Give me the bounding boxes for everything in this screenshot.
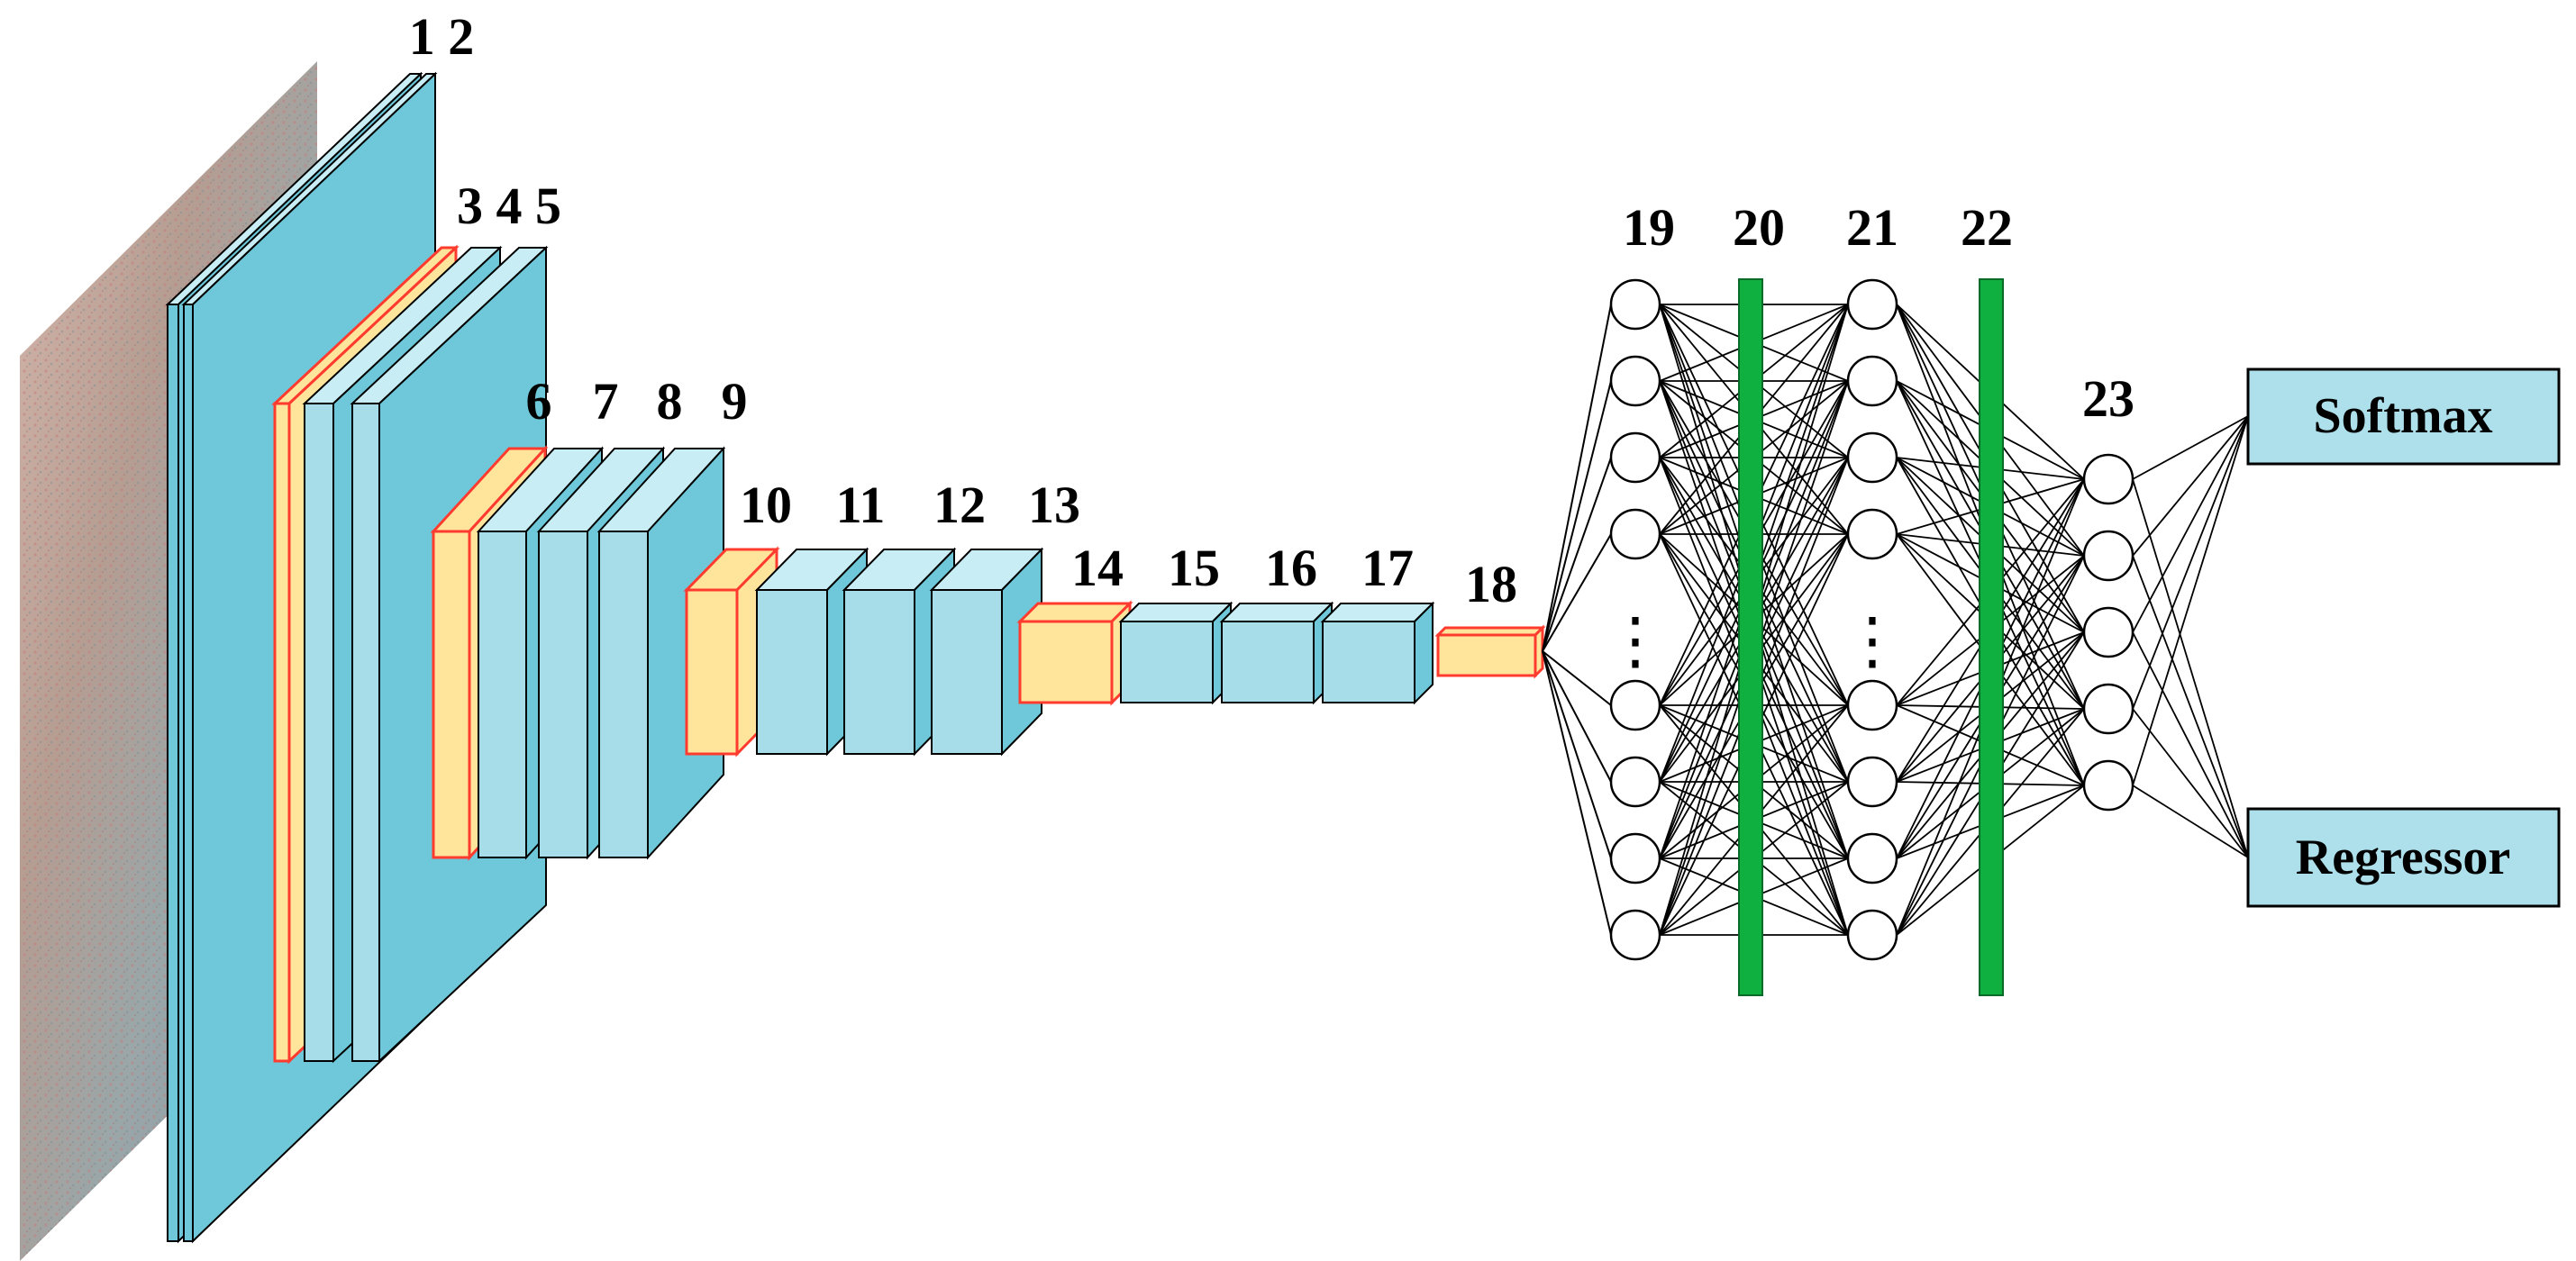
fc-edge bbox=[1542, 650, 1612, 783]
fc-edge bbox=[2132, 415, 2249, 557]
fc-edge bbox=[2132, 785, 2249, 858]
label-layer-20: 20 bbox=[1733, 198, 1785, 257]
fc-edge bbox=[2132, 478, 2249, 858]
label-layer-7: 7 bbox=[593, 372, 619, 431]
layer-19-neuron bbox=[1609, 832, 1661, 885]
layer-19-neuron bbox=[1609, 278, 1661, 331]
layer-20-dropout-bar bbox=[1738, 278, 1763, 996]
softmax-box: Softmax bbox=[2246, 367, 2561, 466]
layer-21-neuron bbox=[1846, 832, 1898, 885]
label-layer-15: 15 bbox=[1168, 539, 1220, 597]
layer-23-neuron bbox=[2082, 453, 2135, 505]
label-layer-13: 13 bbox=[1028, 476, 1080, 534]
layer-21-neuron bbox=[1846, 909, 1898, 961]
layer-17-conv-block bbox=[1320, 601, 1435, 705]
label-layer-8: 8 bbox=[657, 372, 683, 431]
fc-edge bbox=[1542, 650, 1612, 859]
layer-19-neuron bbox=[1609, 909, 1661, 961]
fc-edge bbox=[1542, 304, 1612, 652]
layer-21-neuron bbox=[1846, 355, 1898, 407]
label-layers-3-4-5: 3 4 5 bbox=[457, 177, 561, 235]
layer-23-neuron bbox=[2082, 530, 2135, 582]
layer-22-dropout-bar bbox=[1979, 278, 2004, 996]
layer-23-neuron bbox=[2082, 683, 2135, 735]
fc-edge bbox=[2132, 415, 2249, 633]
layer-15-conv-block bbox=[1118, 601, 1233, 705]
fc-edge bbox=[1542, 457, 1612, 652]
layer-21-neuron bbox=[1846, 508, 1898, 560]
fc-edge bbox=[2132, 631, 2249, 858]
label-layer-16: 16 bbox=[1265, 539, 1317, 597]
fc-edge bbox=[2132, 415, 2249, 480]
fc-edge bbox=[2132, 415, 2249, 710]
label-layer-17: 17 bbox=[1361, 539, 1414, 597]
layer-23-neuron bbox=[2082, 606, 2135, 658]
label-layer-6: 6 bbox=[526, 372, 552, 431]
fc-edge bbox=[1542, 533, 1612, 652]
layer-21-neuron bbox=[1846, 431, 1898, 484]
fc-edge bbox=[1542, 650, 1612, 936]
layer-18-pool-bar bbox=[1434, 624, 1546, 679]
regressor-box: Regressor bbox=[2246, 807, 2561, 908]
layer-21-neuron bbox=[1846, 756, 1898, 808]
layer-19-neuron bbox=[1609, 756, 1661, 808]
fc-edge bbox=[1542, 650, 1612, 706]
label-layer-19: 19 bbox=[1623, 198, 1675, 257]
label-layer-11: 11 bbox=[836, 476, 886, 534]
layer-19-neuron bbox=[1609, 508, 1661, 560]
layer-19-neuron bbox=[1609, 679, 1661, 731]
fc-edge bbox=[2132, 708, 2249, 858]
layer-14-pool-block bbox=[1016, 600, 1133, 706]
layer-16-conv-block bbox=[1219, 601, 1334, 705]
regressor-label: Regressor bbox=[2296, 830, 2510, 885]
layer-19-neuron bbox=[1609, 355, 1661, 407]
label-layer-23: 23 bbox=[2082, 369, 2135, 428]
softmax-label: Softmax bbox=[2313, 388, 2492, 444]
layer-21-neuron bbox=[1846, 278, 1898, 331]
label-layer-9: 9 bbox=[722, 372, 748, 431]
label-layer-18: 18 bbox=[1465, 555, 1517, 613]
layer-19-ellipsis: ⋮ bbox=[1604, 603, 1667, 677]
fc-edge bbox=[2132, 555, 2249, 858]
label-layer-14: 14 bbox=[1071, 539, 1124, 597]
fc-nodes bbox=[1609, 278, 2135, 961]
layer-23-neuron bbox=[2082, 759, 2135, 812]
label-layer-22: 22 bbox=[1961, 198, 2013, 257]
label-layer-10: 10 bbox=[740, 476, 792, 534]
layer-21-neuron bbox=[1846, 679, 1898, 731]
label-layer-21: 21 bbox=[1846, 198, 1898, 257]
label-layers-1-2: 1 2 bbox=[409, 7, 475, 66]
fc-edge bbox=[1542, 380, 1612, 652]
fc-edge bbox=[2132, 415, 2249, 786]
label-layer-12: 12 bbox=[933, 476, 986, 534]
layer-19-neuron bbox=[1609, 431, 1661, 484]
layer-21-ellipsis: ⋮ bbox=[1841, 603, 1904, 677]
